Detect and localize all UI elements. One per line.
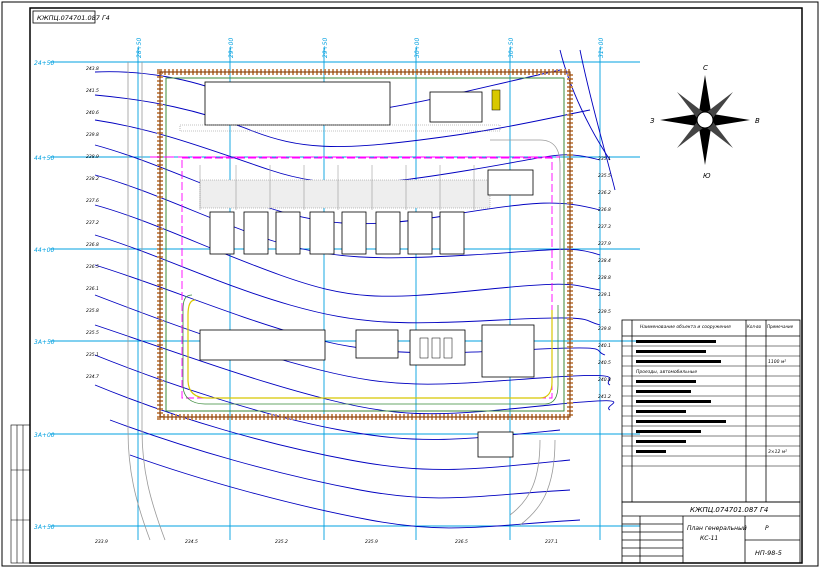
elevation-label: 237.3 (598, 224, 611, 230)
elevation-label: 236.1 (86, 286, 99, 292)
roads (127, 62, 561, 541)
elevation-label: 236.8 (598, 207, 611, 213)
building-lower-left (199, 329, 326, 361)
site-fence (157, 69, 573, 420)
elevation-label: 239.1 (598, 292, 611, 298)
elevation-label: 236.5 (86, 264, 99, 270)
inner-road-edge (187, 299, 553, 399)
title-block (621, 501, 801, 564)
walkway (179, 124, 501, 132)
elevation-label: 243.8 (86, 66, 99, 72)
elevation-label: 237.9 (598, 241, 611, 247)
elevation-label: 236.8 (86, 242, 99, 248)
tanks (419, 337, 453, 359)
module-buildings (209, 211, 465, 255)
elevation-label: 237.2 (86, 220, 99, 226)
compass-w: З (650, 117, 655, 125)
grid-left-label: 3А+50 (34, 339, 55, 346)
elevation-label: 235.1 (598, 156, 611, 162)
elevation-label: 240.1 (598, 343, 611, 349)
inner-frame (29, 7, 803, 564)
legend-note-4: 3×12 м² (768, 449, 787, 455)
grid-left-label: 3А+50 (34, 524, 55, 531)
elevation-label: 239.8 (86, 132, 99, 138)
grid-top-label: 29+50 (322, 38, 329, 58)
elevation-label: 240.5 (598, 360, 611, 366)
elevation-label: 237.6 (86, 198, 99, 204)
compass-s: Ю (703, 172, 711, 180)
elevation-label: 234.7 (86, 374, 99, 380)
title-code: КЖПЦ.074701.087 Г4 (690, 506, 768, 514)
grid-top-label: 28+50 (136, 38, 143, 58)
elevation-label: 238.4 (598, 258, 611, 264)
module-row (199, 165, 475, 210)
elevation-label: 240.8 (598, 377, 611, 383)
compass-rose: С Ю З В (650, 64, 760, 180)
elevation-label: 235.9 (365, 539, 378, 545)
grid-top-label: 30+00 (414, 38, 421, 58)
grid-labels-left: 24+50 44+50 44+00 3А+50 3А+00 3А+50 (34, 60, 55, 531)
plan-title: План генеральный (687, 525, 747, 532)
building-top (204, 81, 391, 126)
building-lower-mid (355, 329, 399, 359)
elevation-label: 235.1 (86, 352, 99, 358)
top-stamp-text: КЖПЦ.074701.087 Г4 (37, 14, 110, 22)
plan-subtitle: КС-11 (700, 535, 718, 542)
elevation-label: 238.2 (86, 176, 99, 182)
elevation-label: 235.8 (86, 308, 99, 314)
grid-labels-top: 28+50 29+00 29+50 30+00 30+50 31+00 (136, 38, 605, 58)
paved-area (199, 179, 491, 209)
elevation-label: 235.2 (275, 539, 288, 545)
legend-text-bars (636, 340, 726, 453)
top-stamp-box (32, 10, 96, 24)
org-line: НП-98-5 (755, 549, 782, 557)
grid-top-label: 29+00 (228, 38, 235, 58)
elevation-label: 238.9 (86, 154, 99, 160)
elevation-label: 236.2 (598, 190, 611, 196)
elevation-label: 235.5 (598, 173, 611, 179)
elevation-label: 240.6 (86, 110, 99, 116)
legend-header-note: Примечание (767, 324, 794, 329)
legend-header-name: Наименование объекта и сооружения (640, 324, 731, 330)
building-lower-tanks (409, 329, 466, 366)
building-top-right (429, 91, 483, 123)
legend-row-roads: Проезды, автомобильные (636, 369, 697, 375)
building-right (487, 169, 534, 196)
compass-n: С (703, 64, 708, 72)
elevation-label: 235.5 (86, 330, 99, 336)
elevation-label: 236.5 (455, 539, 468, 545)
grid-left-label: 44+50 (34, 155, 54, 162)
elevation-label: 237.1 (545, 539, 558, 545)
legend-rows (622, 345, 800, 467)
building-lower-right (481, 324, 535, 378)
inner-road-green (182, 294, 559, 405)
elevation-label: 234.5 (185, 539, 198, 545)
legend-note-1: 1100 м² (768, 359, 786, 365)
gate-house (477, 431, 514, 458)
grid-left-label: 24+50 (34, 60, 54, 67)
grid-left-label: 3А+00 (34, 432, 55, 439)
grid-left-label: 44+00 (34, 247, 54, 254)
grid-top-label: 30+50 (508, 38, 515, 58)
elevation-label: 233.9 (95, 539, 108, 545)
left-revision-strip (10, 424, 31, 564)
elevation-label: 241.5 (86, 88, 99, 94)
elevation-label: 239.8 (598, 326, 611, 332)
compass-e: В (755, 117, 760, 125)
small-tank (491, 89, 501, 111)
stage: Р (765, 525, 769, 532)
elevation-label: 238.8 (598, 275, 611, 281)
elevation-label: 241.2 (598, 394, 611, 400)
grid-top-label: 31+00 (598, 38, 605, 58)
elevation-label: 239.5 (598, 309, 611, 315)
legend-header-qty: Кол-во (747, 324, 762, 329)
